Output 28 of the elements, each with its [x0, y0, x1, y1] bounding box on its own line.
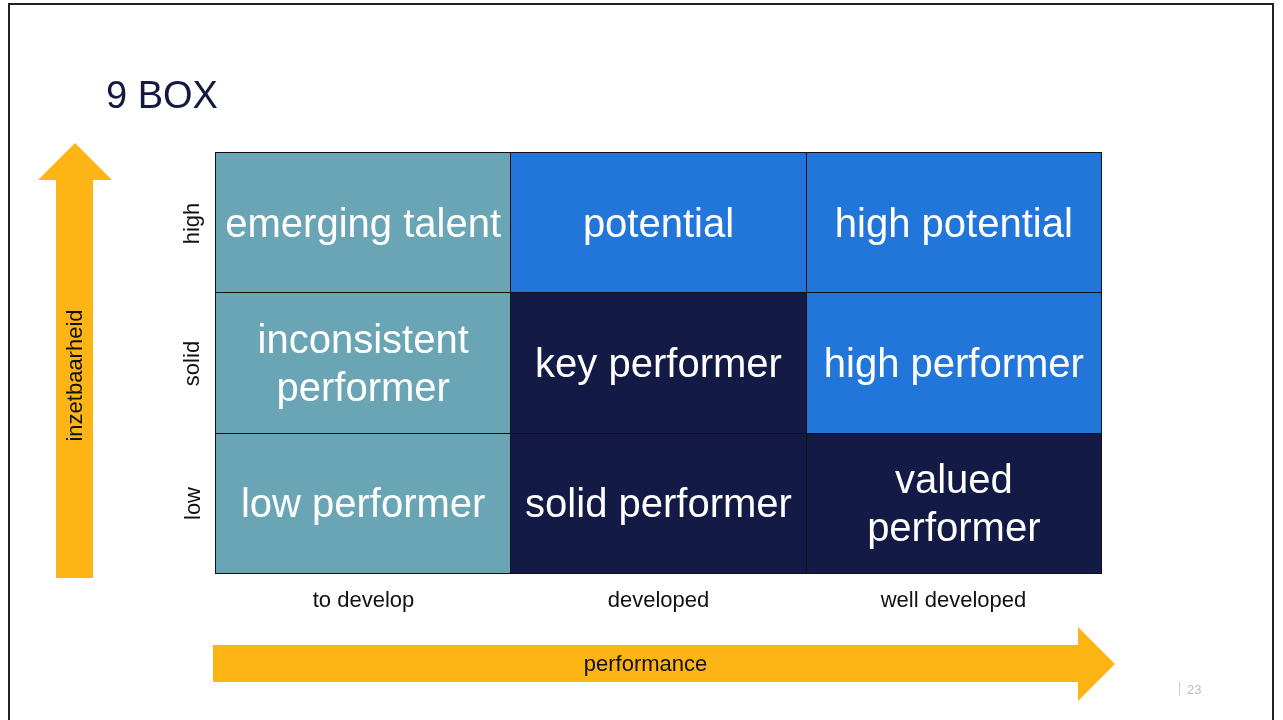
- grid-cell: [216, 293, 511, 433]
- cell-text: key performer: [535, 340, 782, 387]
- cell-text: inconsistent performer: [256, 316, 470, 411]
- cell-text: valued performer: [866, 456, 1042, 552]
- axis-label: inzetbaarheid: [60, 308, 88, 442]
- row-label: high: [178, 202, 206, 244]
- row-label: solid: [178, 340, 206, 386]
- axis-label: performance: [583, 650, 708, 678]
- page-number: 23: [1187, 681, 1202, 699]
- grid-cell: [216, 153, 511, 293]
- grid-cell: [216, 433, 511, 573]
- column-label: to develop: [312, 586, 415, 614]
- cell-text: high potential: [834, 199, 1073, 247]
- grid-cell: [511, 433, 806, 573]
- column-label: developed: [607, 586, 710, 614]
- cell-text: high performer: [823, 340, 1084, 387]
- slide-title: 9 BOX: [106, 73, 218, 117]
- grid-cell: [511, 293, 806, 433]
- grid-cell: [806, 153, 1101, 293]
- cell-text: emerging talent: [225, 199, 502, 247]
- grid-cell: [806, 293, 1101, 433]
- cell-text: low performer: [240, 480, 486, 528]
- cell-text: potential: [582, 199, 735, 247]
- grid-cell: [806, 433, 1101, 573]
- grid-cell: [511, 153, 806, 293]
- cell-text: solid performer: [525, 480, 792, 528]
- row-label: low: [178, 486, 206, 520]
- column-label: well developed: [880, 586, 1027, 614]
